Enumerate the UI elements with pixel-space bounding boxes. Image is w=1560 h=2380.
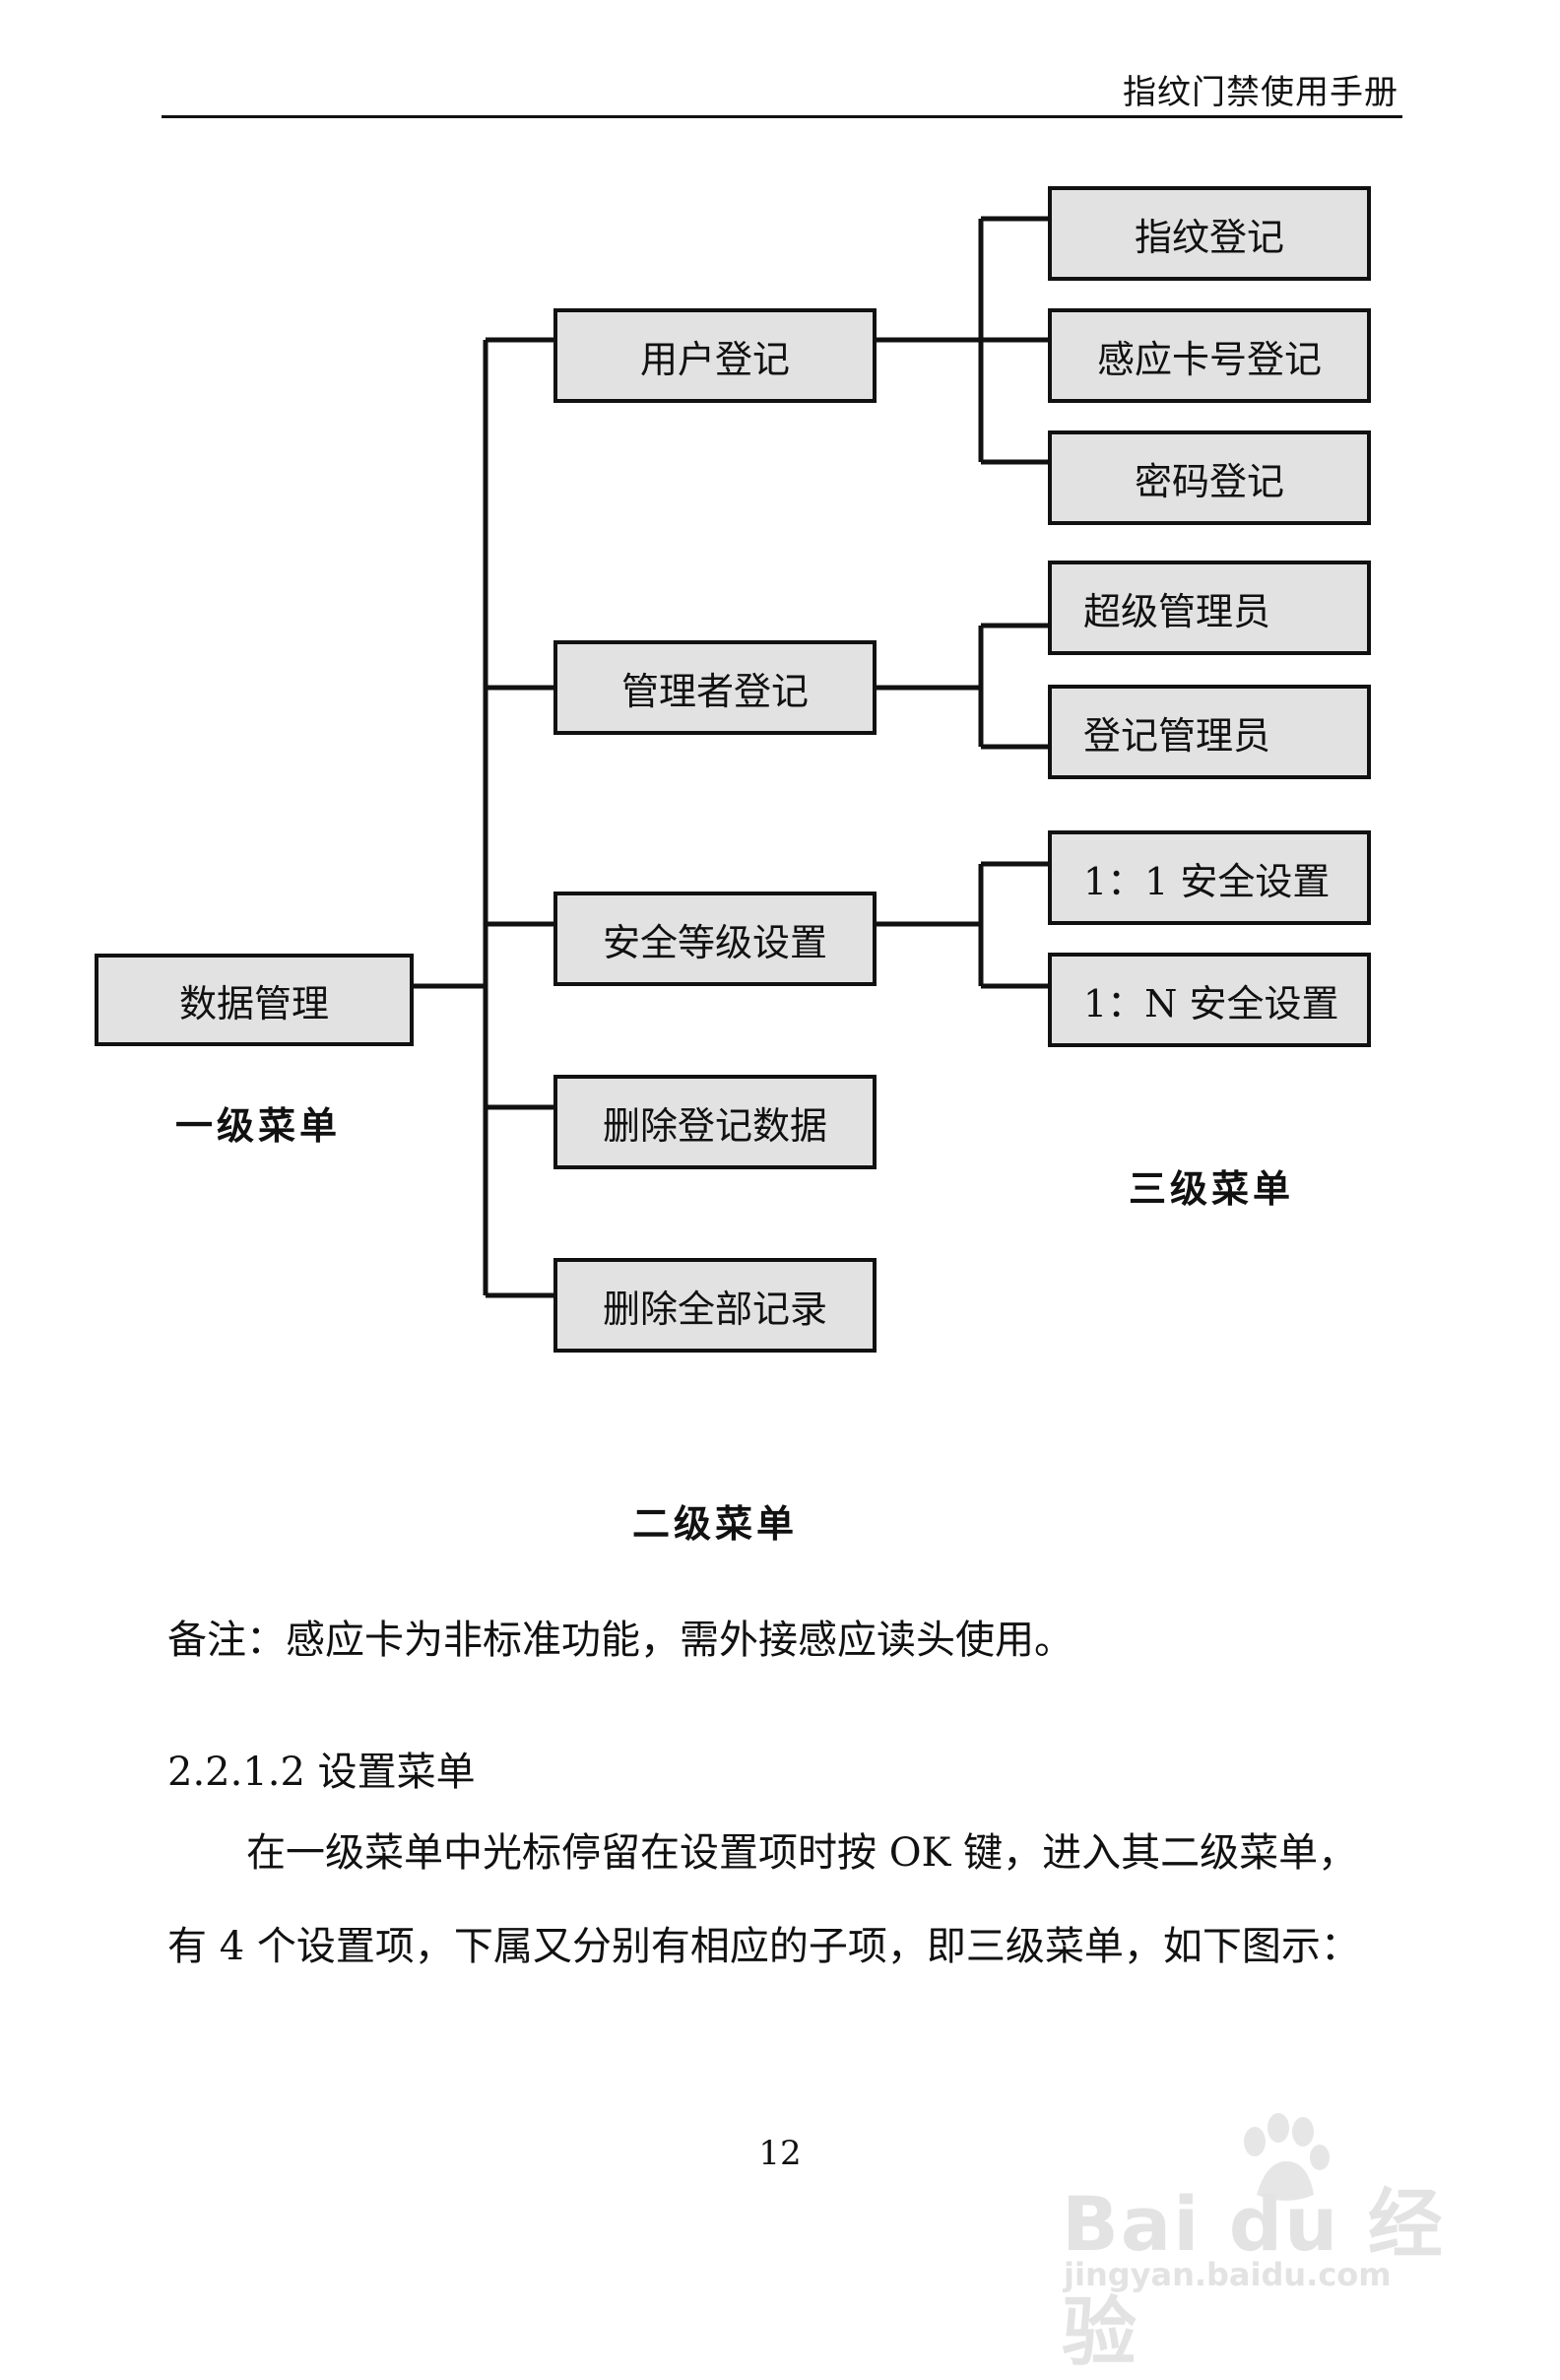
note-text: 备注：感应卡为非标准功能，需外接感应读头使用。 [167,1618,1073,1663]
caption-level2: 二级菜单 [632,1501,799,1546]
caption-level3: 三级菜单 [1129,1166,1295,1211]
menu-box-data-management: 数据管理 [95,954,414,1046]
menu-box-password-register: 密码登记 [1048,430,1371,525]
menu-box-admin-register: 管理者登记 [553,640,877,735]
menu-box-card-register: 感应卡号登记 [1048,308,1371,403]
page-number: 12 [758,2134,802,2173]
running-header-title: 指纹门禁使用手册 [1123,73,1398,112]
watermark-url: jingyan.baidu.com [1064,2256,1392,2293]
menu-box-security-1-1: 1：1 安全设置 [1048,830,1371,925]
header-rule [162,115,1402,118]
menu-box-security-level: 安全等级设置 [553,892,877,986]
menu-box-fingerprint-register: 指纹登记 [1048,186,1371,281]
section-number: 2.2.1.2 [167,1750,305,1795]
watermark-brand: Bai du 经验 [1062,2180,1445,2376]
body-paragraph-line-2: 有 4 个设置项，下属又分别有相应的子项，即三级菜单，如下图示： [167,1924,1360,1969]
baidu-jingyan-watermark: Bai du 经验 jingyan.baidu.com [1052,2108,1465,2376]
menu-box-register-admin: 登记管理员 [1048,685,1371,779]
body-paragraph-line-1: 在一级菜单中光标停留在设置项时按 OK 键，进入其二级菜单， [246,1830,1358,1876]
section-heading: 2.2.1.2 设置菜单 [167,1740,476,1797]
paw-logo-icon [1244,2113,1330,2201]
menu-tree-connectors [414,216,1050,1298]
menu-box-user-register: 用户登记 [553,308,877,403]
caption-level1: 一级菜单 [175,1103,342,1148]
menu-box-security-1-n: 1：N 安全设置 [1048,953,1371,1047]
menu-box-delete-all-records: 删除全部记录 [553,1258,877,1353]
menu-box-super-admin: 超级管理员 [1048,561,1371,655]
menu-box-delete-register-data: 删除登记数据 [553,1075,877,1169]
section-title: 设置菜单 [317,1750,476,1795]
